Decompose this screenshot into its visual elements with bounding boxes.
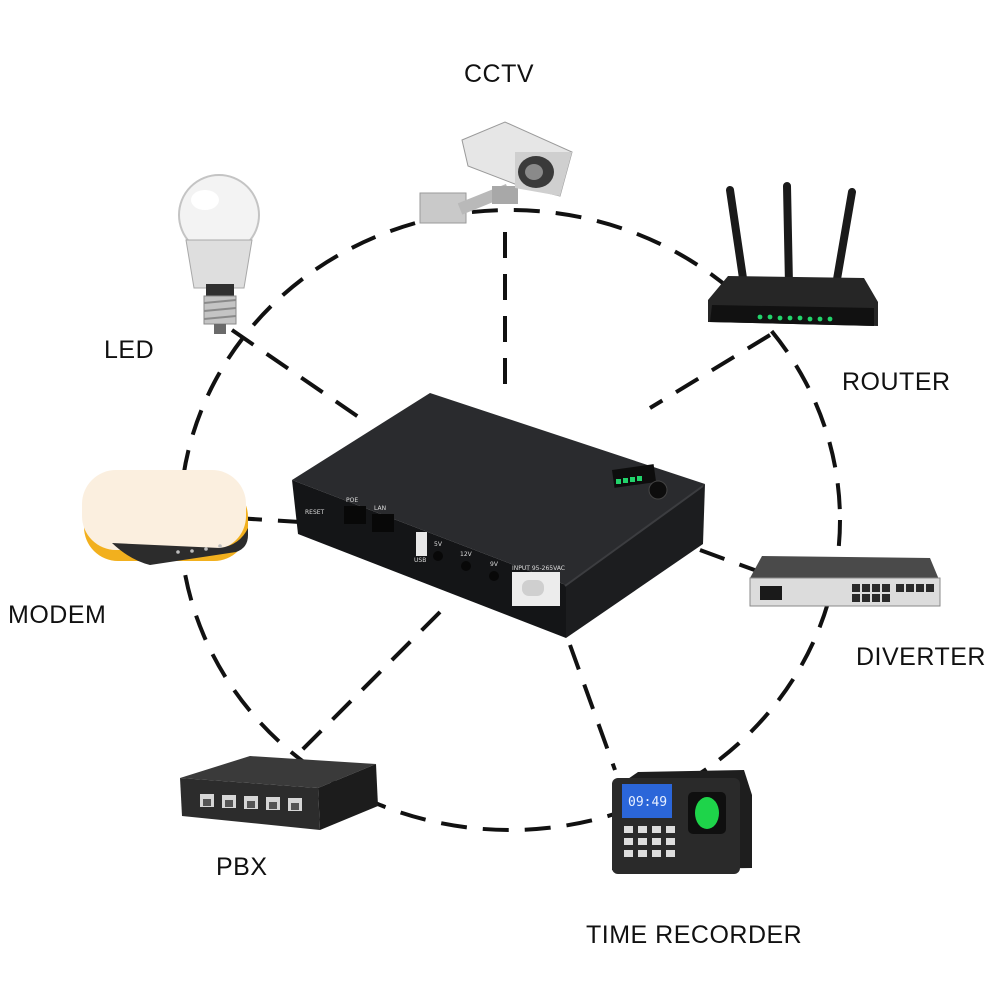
label-led: LED (104, 336, 155, 364)
label-time-recorder: TIME RECORDER (586, 921, 803, 949)
port-label-12v: 12V (460, 551, 473, 558)
link-router (648, 333, 772, 410)
network-diverter-icon (749, 556, 941, 607)
outer-ring-connection (178, 208, 842, 832)
port-label-usb: USB (414, 557, 426, 564)
cctv-camera-icon (419, 121, 573, 224)
network-switch-icon (180, 756, 378, 830)
port-label-reset: RESET (305, 509, 325, 516)
led-bulb-icon (178, 174, 260, 334)
link-led (230, 328, 362, 420)
label-cctv: CCTV (464, 60, 535, 88)
modem-icon (82, 470, 248, 565)
time-recorder-clock: 09:49 (628, 795, 667, 810)
port-label-5v: 5V (434, 541, 443, 548)
link-time-recorder (568, 644, 617, 771)
link-diverter (699, 548, 761, 574)
label-router: ROUTER (842, 368, 951, 396)
port-label-poe: POE (346, 497, 358, 504)
port-label-9v: 9V (490, 561, 499, 568)
label-diverter: DIVERTER (856, 643, 986, 671)
label-modem: MODEM (8, 601, 107, 629)
fingerprint-time-clock-icon: 09:49 (612, 770, 752, 874)
mini-ups-icon: RESET POE LAN USB 5V 12V 9V INPUT 95-265… (292, 393, 705, 638)
link-pbx (288, 610, 442, 764)
label-pbx: PBX (216, 853, 268, 881)
wifi-router-icon (708, 182, 878, 326)
port-label-input: INPUT 95-265VAC (512, 565, 565, 572)
port-label-lan: LAN (374, 505, 386, 512)
